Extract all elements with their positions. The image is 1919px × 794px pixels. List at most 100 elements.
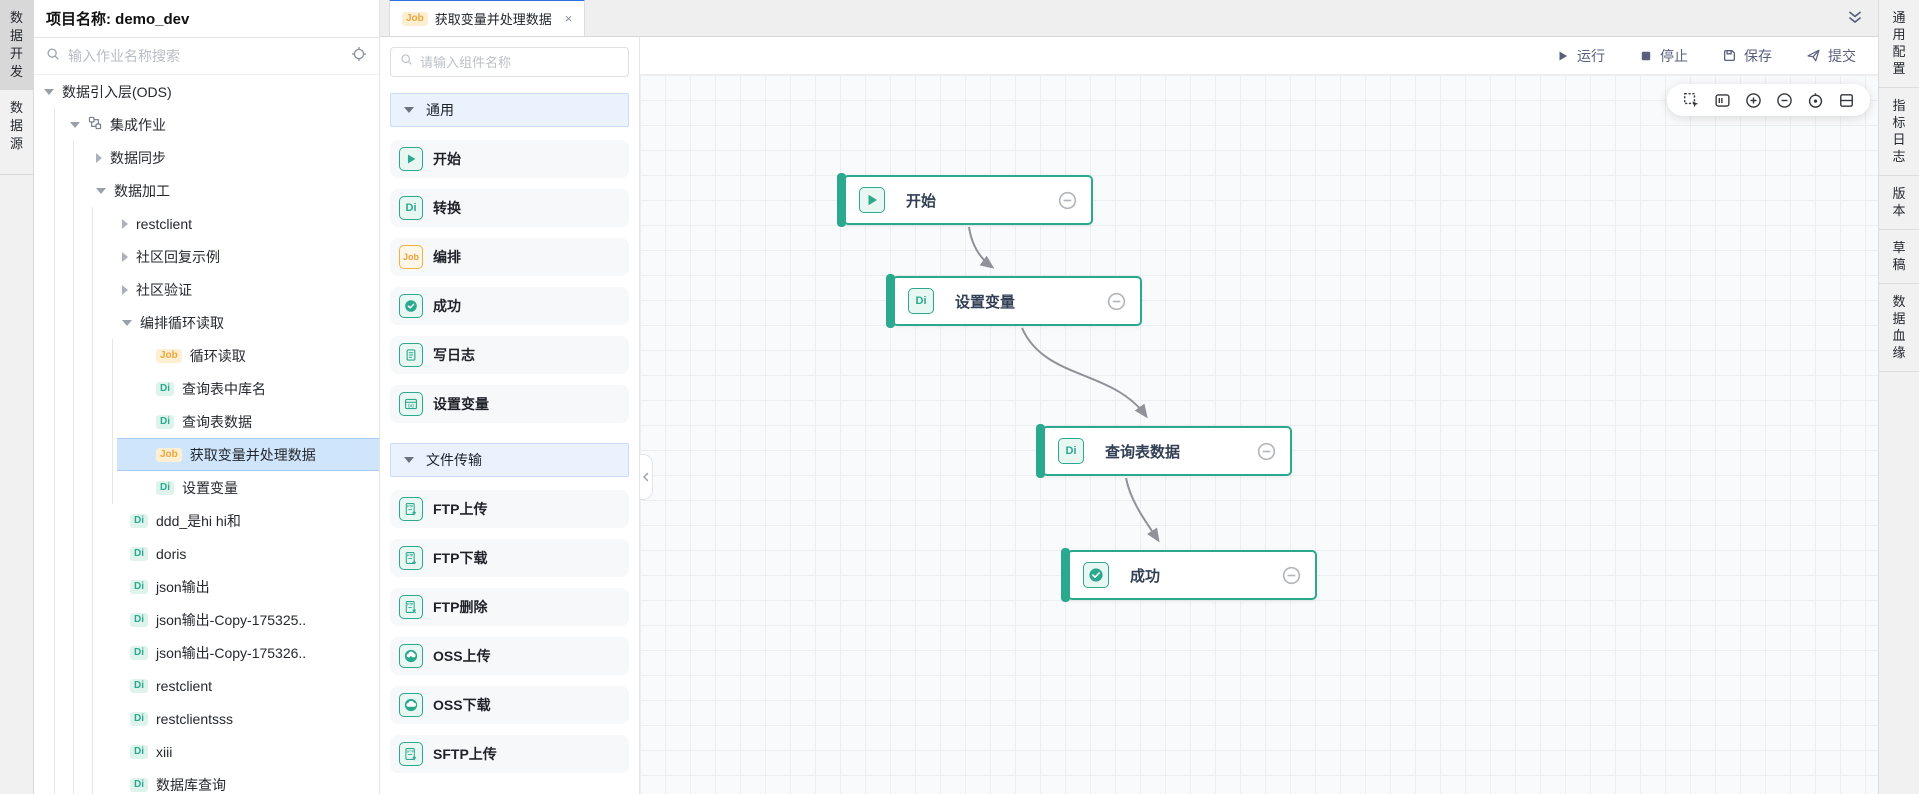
palette-item[interactable]: 成功 [390, 287, 629, 325]
palette-item[interactable]: SFTP SFTP上传 [390, 735, 629, 773]
tree-item[interactable]: 集成作业 [34, 108, 379, 141]
tree-item[interactable]: 编排循环读取 [34, 306, 379, 339]
tab-close-icon[interactable]: × [564, 11, 573, 26]
palette-item[interactable]: 写日志 [390, 336, 629, 374]
palette-item-label: OSS上传 [433, 648, 491, 664]
fit-view-icon[interactable] [1804, 89, 1826, 111]
tree-item-label: restclientsss [156, 710, 234, 727]
palette-groups: 通用 开始 Di 转换 Job 编排 成功 写日志 (x) 设置变量 文件传输 … [390, 93, 629, 773]
stop-button[interactable]: 停止 [1639, 46, 1688, 66]
flow-node[interactable]: Di 设置变量 [886, 274, 1142, 328]
palette-item[interactable]: (x) 设置变量 [390, 385, 629, 423]
success-icon [399, 294, 423, 318]
chevron-right-icon[interactable] [122, 251, 128, 262]
flow-canvas[interactable]: 开始 Di 设置变量 Di 查询表数据 成功 [640, 75, 1878, 794]
left-rail-item[interactable]: 数据开发 [0, 0, 33, 90]
edge-setvar-to-query[interactable] [1021, 327, 1148, 419]
tree-item[interactable]: restclient [34, 207, 379, 240]
tree-item[interactable]: 社区回复示例 [34, 240, 379, 273]
chevron-down-icon[interactable] [44, 88, 54, 95]
palette-item[interactable]: Di 转换 [390, 189, 629, 227]
tree-item-label: 集成作业 [110, 116, 166, 133]
right-rail: 通用配置指标日志版本草稿数据血缘 [1878, 0, 1919, 794]
palette-group-header[interactable]: 文件传输 [390, 443, 629, 477]
locate-node-icon[interactable] [351, 46, 367, 67]
job-search-input[interactable] [68, 48, 343, 64]
search-icon [46, 47, 60, 66]
flow-node[interactable]: Di 查询表数据 [1036, 424, 1292, 478]
node-disable-icon[interactable] [1107, 292, 1126, 311]
zoom-out-icon[interactable] [1773, 89, 1795, 111]
palette-item[interactable]: FTP FTP下载 [390, 539, 629, 577]
palette-item-label: 开始 [433, 151, 461, 167]
edge-query-to-success[interactable] [1125, 477, 1160, 543]
run-icon [1559, 50, 1568, 61]
palette-item-label: FTP下载 [433, 550, 488, 566]
palette-group-label: 文件传输 [426, 452, 482, 468]
tree-item[interactable]: 数据同步 [34, 141, 379, 174]
palette-item[interactable]: Job 编排 [390, 238, 629, 276]
integration-icon [88, 116, 102, 133]
component-search-input[interactable] [420, 54, 619, 70]
minimap-icon[interactable] [1711, 89, 1733, 111]
project-title: 项目名称: demo_dev [46, 11, 190, 28]
edge-start-to-setvar[interactable] [968, 226, 995, 269]
palette-item-label: 转换 [433, 200, 461, 216]
job-badge: Job [402, 11, 428, 26]
chevron-down-icon[interactable] [122, 319, 132, 326]
marquee-select-icon[interactable] [1680, 89, 1702, 111]
tree-item-label: doris [156, 545, 187, 562]
flow-node[interactable]: 开始 [837, 173, 1093, 227]
node-disable-icon[interactable] [1058, 191, 1077, 210]
chevron-down-icon[interactable] [70, 121, 80, 128]
palette-collapse-handle[interactable] [640, 454, 653, 500]
palette-item[interactable]: FTP FTP上传 [390, 490, 629, 528]
run-button[interactable]: 运行 [1556, 46, 1605, 66]
oss-upload-icon [399, 644, 423, 668]
tree-item-label: ddd_是hi hi和 [156, 512, 241, 529]
right-rail-item[interactable]: 数据血缘 [1879, 284, 1919, 372]
right-rail-item[interactable]: 草稿 [1879, 230, 1919, 284]
right-rail-item[interactable]: 通用配置 [1879, 0, 1919, 88]
zoom-in-icon[interactable] [1742, 89, 1764, 111]
save-view-icon[interactable] [1835, 89, 1857, 111]
start-icon [859, 187, 885, 213]
tree-item[interactable]: 社区验证 [34, 273, 379, 306]
palette-item[interactable]: OSS下载 [390, 686, 629, 724]
node-disable-icon[interactable] [1282, 566, 1301, 585]
palette-item[interactable]: OSS上传 [390, 637, 629, 675]
right-rail-item[interactable]: 版本 [1879, 176, 1919, 230]
chevron-right-icon[interactable] [96, 152, 102, 163]
tree-item[interactable]: 数据引入层(ODS) [34, 75, 379, 108]
palette-item[interactable]: FTP FTP删除 [390, 588, 629, 626]
right-rail-item[interactable]: 指标日志 [1879, 88, 1919, 176]
left-rail-item[interactable]: 数据源 [9, 100, 23, 151]
chevron-right-icon[interactable] [122, 218, 128, 229]
submit-button[interactable]: 提交 [1806, 46, 1856, 66]
save-button[interactable]: 保存 [1722, 46, 1772, 66]
collapse-all-panels-icon[interactable] [1846, 9, 1864, 32]
palette-group-header[interactable]: 通用 [390, 93, 629, 127]
flow-node[interactable]: 成功 [1061, 548, 1317, 602]
tab-active-job[interactable]: Job 获取变量并处理数据 × [389, 0, 586, 36]
chevron-down-icon[interactable] [96, 187, 106, 194]
log-icon [399, 343, 423, 367]
node-disable-icon[interactable] [1257, 442, 1276, 461]
palette-item[interactable]: 开始 [390, 140, 629, 178]
tree-item[interactable]: 数据加工 [34, 174, 379, 207]
chevron-right-icon[interactable] [122, 284, 128, 295]
